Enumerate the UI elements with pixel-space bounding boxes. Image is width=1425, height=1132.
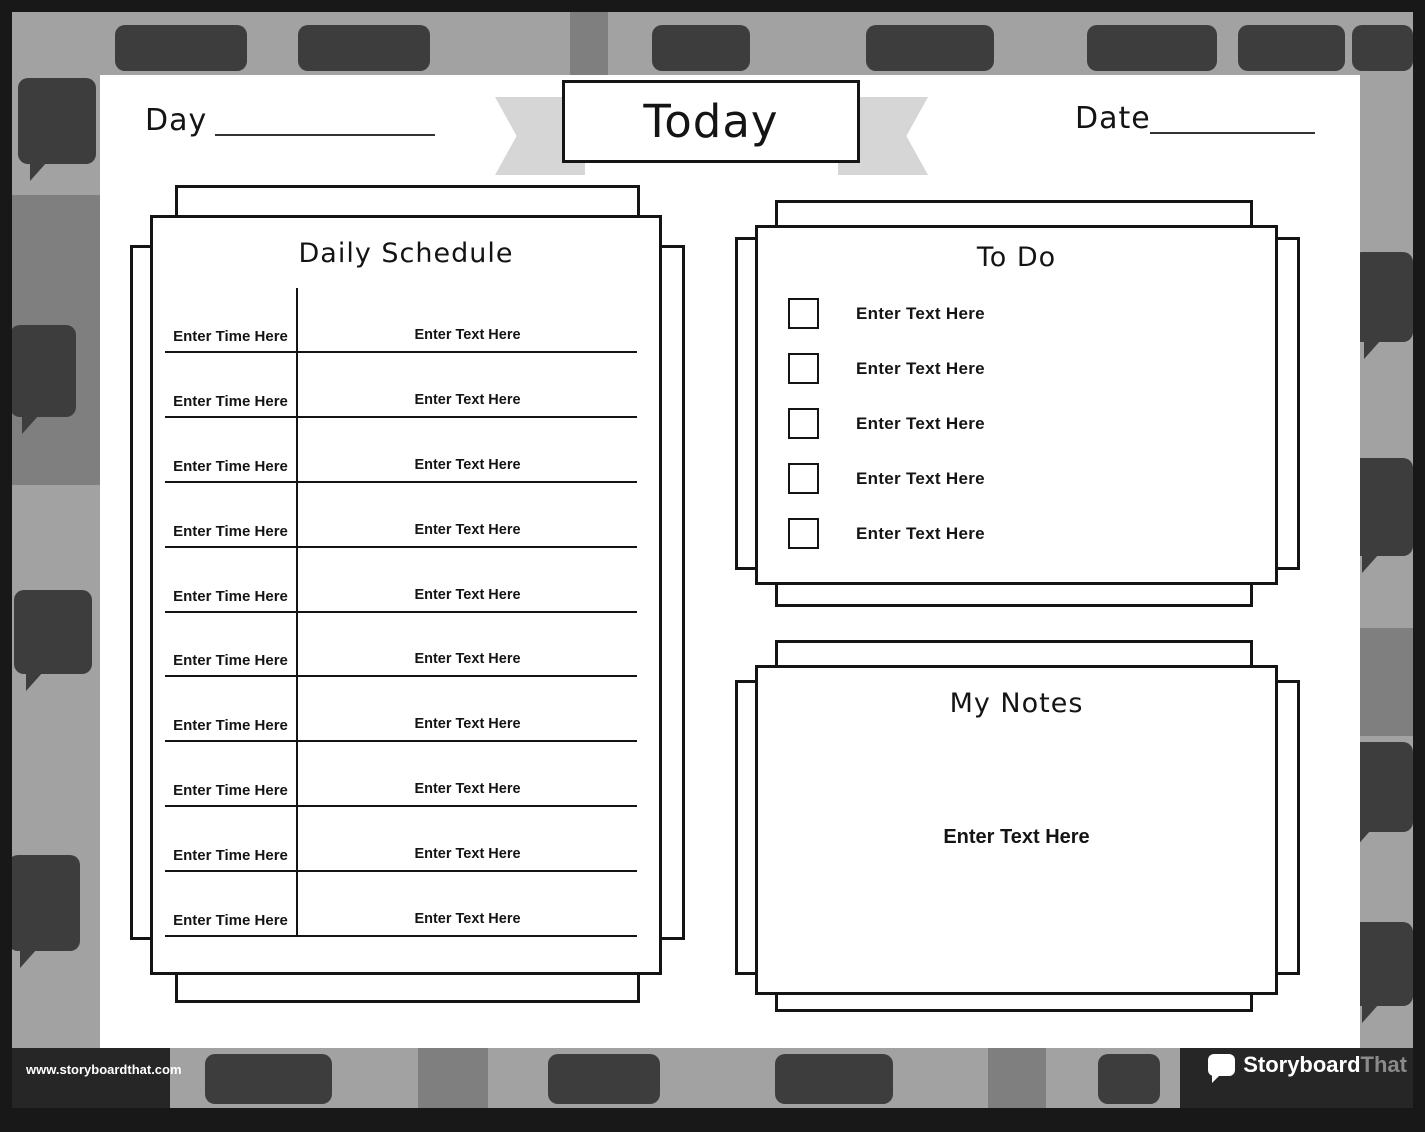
schedule-table: Enter Time Here Enter Text Here Enter Ti…	[165, 288, 637, 938]
todo-text-placeholder[interactable]: Enter Text Here	[856, 413, 985, 433]
speech-bubble-icon	[8, 855, 80, 968]
notes-text-placeholder[interactable]: Enter Text Here	[943, 826, 1090, 848]
todo-text-placeholder[interactable]: Enter Text Here	[856, 468, 985, 488]
frame-edge	[0, 0, 12, 1132]
speech-bubble-icon	[1238, 25, 1345, 71]
schedule-time-placeholder[interactable]: Enter Time Here	[165, 417, 298, 481]
schedule-text-placeholder[interactable]: Enter Text Here	[414, 456, 521, 473]
today-banner[interactable]: Today	[562, 80, 860, 163]
notes-title: My Notes	[949, 688, 1084, 719]
schedule-time-placeholder[interactable]: Enter Time Here	[165, 352, 298, 416]
logo-text-storyboard: Storyboard	[1243, 1052, 1361, 1077]
schedule-row: Enter Time Here Enter Text Here	[165, 677, 637, 743]
speech-bubble-icon	[1098, 1054, 1160, 1104]
schedule-title: Daily Schedule	[298, 238, 514, 269]
schedule-row: Enter Time Here Enter Text Here	[165, 352, 637, 418]
website-url: www.storyboardthat.com	[26, 1062, 182, 1077]
schedule-text-placeholder[interactable]: Enter Text Here	[414, 521, 521, 538]
border-block	[12, 1048, 170, 1112]
schedule-time-placeholder[interactable]: Enter Time Here	[165, 872, 298, 936]
speech-bubble-icon	[1087, 25, 1217, 71]
todo-checkbox[interactable]	[788, 518, 819, 549]
frame-edge	[1413, 0, 1425, 1132]
schedule-text-placeholder[interactable]: Enter Text Here	[414, 716, 521, 733]
schedule-row: Enter Time Here Enter Text Here	[165, 612, 637, 678]
schedule-text-placeholder[interactable]: Enter Text Here	[414, 391, 521, 408]
notes-panel: My Notes Enter Text Here	[755, 665, 1278, 995]
speech-bubble-icon	[1350, 458, 1413, 573]
schedule-row: Enter Time Here Enter Text Here	[165, 742, 637, 808]
todo-item: Enter Text Here	[788, 518, 1255, 549]
speech-bubble-icon	[775, 1054, 893, 1104]
speech-bubble-icon	[1352, 252, 1413, 359]
todo-text-placeholder[interactable]: Enter Text Here	[856, 523, 985, 543]
speech-bubble-icon	[205, 1054, 332, 1104]
planner-sheet: Day Today Date Daily Schedule Enter Time…	[100, 75, 1360, 1048]
schedule-text-placeholder[interactable]: Enter Text Here	[414, 911, 521, 928]
todo-checkbox[interactable]	[788, 353, 819, 384]
schedule-time-placeholder[interactable]: Enter Time Here	[165, 482, 298, 546]
day-underline[interactable]	[215, 134, 435, 136]
schedule-time-placeholder[interactable]: Enter Time Here	[165, 612, 298, 676]
speech-bubble-icon	[1352, 25, 1413, 71]
schedule-time-placeholder[interactable]: Enter Time Here	[165, 807, 298, 871]
speech-bubble-icon	[298, 25, 430, 71]
schedule-text-placeholder[interactable]: Enter Text Here	[414, 651, 521, 668]
schedule-text-placeholder[interactable]: Enter Text Here	[414, 586, 521, 603]
speech-bubble-icon	[548, 1054, 660, 1104]
todo-item: Enter Text Here	[788, 463, 1255, 494]
schedule-row: Enter Time Here Enter Text Here	[165, 288, 637, 353]
schedule-row: Enter Time Here Enter Text Here	[165, 807, 637, 873]
schedule-row: Enter Time Here Enter Text Here	[165, 872, 637, 938]
todo-item: Enter Text Here	[788, 298, 1255, 329]
schedule-panel: Daily Schedule Enter Time Here Enter Tex…	[150, 215, 662, 975]
date-underline[interactable]	[1150, 132, 1315, 134]
todo-panel: To Do Enter Text Here Enter Text Here En…	[755, 225, 1278, 585]
logo-text-that: That	[1360, 1052, 1407, 1077]
speech-bubble-icon	[10, 325, 76, 434]
schedule-text-placeholder[interactable]: Enter Text Here	[414, 846, 521, 863]
todo-item: Enter Text Here	[788, 353, 1255, 384]
todo-item: Enter Text Here	[788, 408, 1255, 439]
speech-bubble-icon	[18, 78, 96, 181]
speech-bubble-icon	[652, 25, 750, 71]
border-block	[418, 1048, 488, 1112]
schedule-row: Enter Time Here Enter Text Here	[165, 547, 637, 613]
todo-checkbox[interactable]	[788, 463, 819, 494]
speech-bubble-icon	[14, 590, 92, 691]
todo-text-placeholder[interactable]: Enter Text Here	[856, 303, 985, 323]
storyboardthat-logo: Storyboard That	[1208, 1052, 1407, 1083]
date-label: Date	[1075, 101, 1151, 136]
schedule-row: Enter Time Here Enter Text Here	[165, 482, 637, 548]
schedule-time-placeholder[interactable]: Enter Time Here	[165, 742, 298, 806]
schedule-text-placeholder[interactable]: Enter Text Here	[414, 781, 521, 798]
todo-list: Enter Text Here Enter Text Here Enter Te…	[788, 298, 1255, 549]
schedule-text-placeholder[interactable]: Enter Text Here	[414, 326, 521, 343]
speech-bubble-icon	[115, 25, 247, 71]
frame-edge	[0, 0, 1425, 12]
schedule-time-placeholder[interactable]: Enter Time Here	[165, 288, 298, 351]
day-label: Day	[145, 103, 208, 138]
schedule-row: Enter Time Here Enter Text Here	[165, 417, 637, 483]
speech-bubble-icon	[1350, 922, 1413, 1023]
frame-edge	[0, 1108, 1425, 1132]
border-block	[988, 1048, 1046, 1112]
todo-text-placeholder[interactable]: Enter Text Here	[856, 358, 985, 378]
todo-title: To Do	[976, 242, 1057, 273]
schedule-time-placeholder[interactable]: Enter Time Here	[165, 547, 298, 611]
logo-speech-bubble-icon	[1208, 1054, 1236, 1083]
schedule-time-placeholder[interactable]: Enter Time Here	[165, 677, 298, 741]
todo-checkbox[interactable]	[788, 408, 819, 439]
border-block	[570, 12, 608, 75]
speech-bubble-icon	[866, 25, 994, 71]
todo-checkbox[interactable]	[788, 298, 819, 329]
banner-title: Today	[643, 95, 779, 148]
